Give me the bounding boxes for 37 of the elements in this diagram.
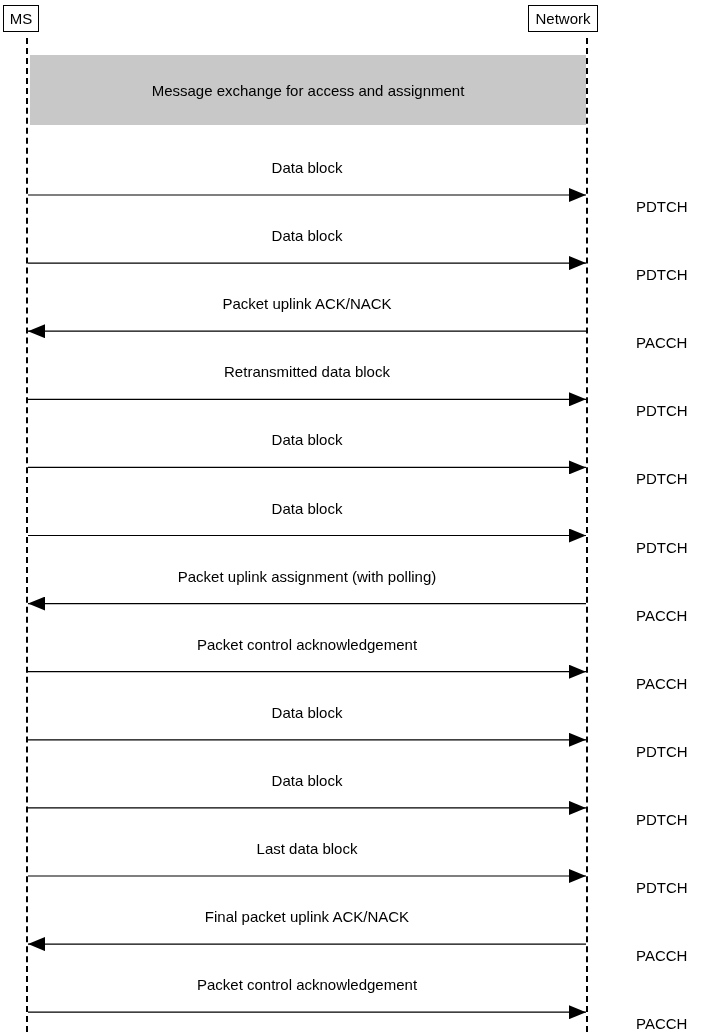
band-label: Message exchange for access and assignment — [151, 81, 465, 99]
channel-label: PACCH — [636, 947, 688, 965]
message-label: Final packet uplink ACK/NACK — [202, 908, 412, 926]
message-label: Data block — [269, 159, 345, 176]
channel-label: PDTCH — [636, 810, 688, 828]
lifeline — [26, 38, 28, 1032]
message-label: Last data block — [254, 840, 360, 857]
arrow — [27, 392, 587, 407]
channel-label: PDTCH — [636, 198, 688, 215]
arrow — [27, 324, 587, 339]
arrow — [27, 664, 587, 679]
channel-label: PDTCH — [636, 538, 688, 556]
arrow — [27, 528, 587, 543]
process-band — [30, 55, 586, 125]
arrow — [27, 937, 587, 952]
channel-label: PACCH — [636, 674, 688, 692]
arrow — [27, 1005, 587, 1020]
participant-box — [3, 5, 39, 32]
arrow — [27, 256, 587, 271]
arrow — [27, 732, 587, 747]
arrow — [27, 596, 587, 611]
channel-label: PDTCH — [636, 879, 688, 896]
participant-name: MS — [9, 10, 33, 27]
message-label: Packet uplink ACK/NACK — [220, 295, 394, 313]
channel-label: PACCH — [636, 334, 688, 352]
arrow — [27, 188, 587, 202]
arrow — [27, 869, 587, 883]
participant-name: Network — [535, 10, 591, 27]
arrow — [27, 800, 587, 815]
channel-label: PDTCH — [636, 470, 688, 488]
channel-label: PACCH — [636, 1015, 688, 1032]
arrow — [27, 460, 587, 475]
channel-label: PDTCH — [636, 402, 688, 420]
channel-label: PDTCH — [636, 266, 688, 284]
channel-label: PDTCH — [636, 742, 688, 760]
participant-box — [528, 5, 598, 32]
channel-label: PACCH — [636, 606, 688, 624]
